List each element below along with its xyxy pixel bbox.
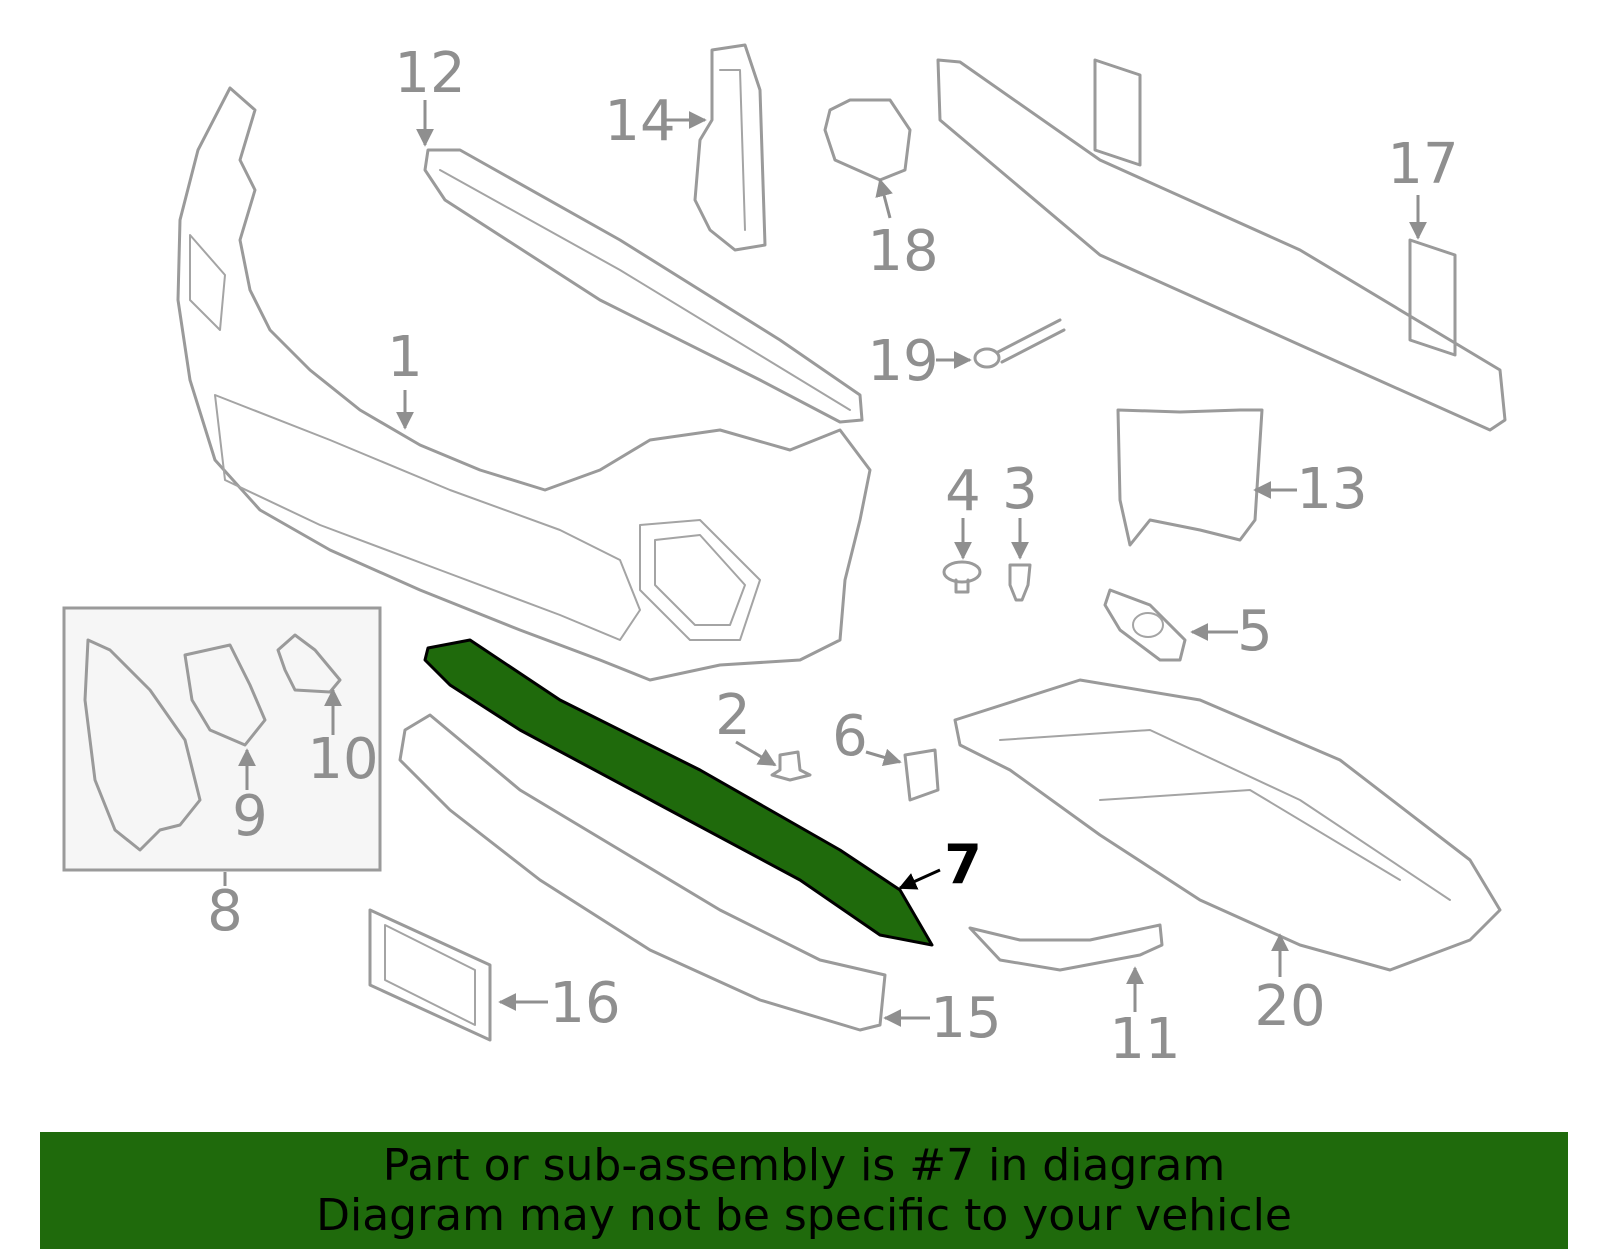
part-15-absorber <box>398 713 887 1032</box>
part-19-tow-eye <box>973 318 1066 369</box>
part-8-bracket <box>83 638 202 852</box>
callout-2: 2 <box>715 683 751 748</box>
group-8-box <box>62 606 382 872</box>
part-13-side-bracket <box>1116 408 1264 547</box>
part-18-connector <box>823 98 912 182</box>
part-14-bracket <box>693 43 767 252</box>
callout-11: 11 <box>1109 1007 1180 1072</box>
part-6-cap <box>903 748 940 802</box>
callout-17: 17 <box>1387 132 1458 197</box>
part-8-group <box>62 606 382 872</box>
callout-13: 13 <box>1296 457 1367 522</box>
callout-4: 4 <box>945 459 981 524</box>
callout-16: 16 <box>549 971 620 1036</box>
part-4-clip <box>942 560 982 594</box>
callout-14: 14 <box>604 89 675 154</box>
callout-3: 3 <box>1002 457 1038 522</box>
part-2-clip <box>770 750 812 782</box>
callout-7: 7 <box>944 833 982 896</box>
part-10-bracket <box>276 633 342 694</box>
callout-9: 9 <box>232 784 268 849</box>
part-17-reinforcement <box>936 58 1507 432</box>
callout-20: 20 <box>1254 974 1325 1039</box>
callout-8: 8 <box>207 879 243 944</box>
callout-18: 18 <box>867 219 938 284</box>
part-9-bracket <box>183 643 267 747</box>
callout-1: 1 <box>387 325 423 390</box>
callout-6: 6 <box>832 704 868 769</box>
callout-12: 12 <box>394 41 465 106</box>
part-12-grille-strip <box>423 148 864 424</box>
banner-line-2: Diagram may not be specific to your vehi… <box>316 1189 1292 1241</box>
callout-19: 19 <box>867 329 938 394</box>
part-1-bumper-cover <box>176 86 872 682</box>
part-7-lower-valance <box>423 638 934 947</box>
part-3-clip <box>1008 563 1032 602</box>
part-16-plate-bracket <box>368 908 492 1042</box>
callout-10: 10 <box>307 727 378 792</box>
callout-15: 15 <box>930 986 1001 1051</box>
info-banner: Part or sub-assembly is #7 in diagram Di… <box>40 1132 1568 1249</box>
part-20-under-cover <box>953 678 1502 972</box>
part-5-fog-cover <box>1103 588 1187 662</box>
leader-lines <box>223 100 1427 1027</box>
part-11-trim <box>968 923 1164 972</box>
banner-line-1: Part or sub-assembly is #7 in diagram <box>382 1139 1226 1191</box>
callout-5: 5 <box>1237 599 1273 664</box>
